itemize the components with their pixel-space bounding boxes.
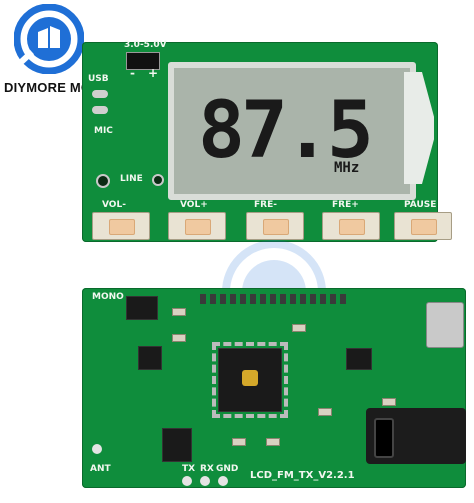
ant-pad[interactable] — [92, 444, 102, 454]
top-pcb: 3.0-5.0V - + USB MIC LINE 87.5 MHz VOL- … — [82, 40, 452, 242]
tx-pad[interactable] — [182, 476, 192, 486]
right-ic — [346, 348, 372, 370]
jack-opening — [374, 418, 394, 458]
button-cap — [339, 219, 365, 235]
fre-plus-button[interactable] — [322, 212, 380, 240]
mcu-logo-icon — [242, 370, 258, 386]
usb-pad — [92, 90, 108, 98]
lcd-display: 87.5 MHz — [168, 62, 416, 200]
polarity-minus: - — [130, 66, 135, 80]
version-label: LCD_FM_TX_V2.2.1 — [250, 470, 355, 481]
button-cap — [185, 219, 211, 235]
mono-label: MONO — [92, 292, 124, 302]
lcd-frequency: 87.5 — [198, 86, 374, 176]
mount-hole-top-mid — [152, 174, 164, 186]
lcd-unit: MHz — [334, 160, 360, 176]
polarity-plus: + — [148, 66, 159, 80]
smd-component — [172, 308, 186, 316]
vol-plus-button[interactable] — [168, 212, 226, 240]
fre-minus-label: FRE- — [254, 200, 277, 210]
smd-component — [292, 324, 306, 332]
mic-label: MIC — [94, 126, 113, 136]
vol-minus-label: VOL- — [102, 200, 126, 210]
smd-component — [382, 398, 396, 406]
rx-pin-label: RX — [200, 464, 214, 474]
smd-component — [266, 438, 280, 446]
header-pins — [200, 294, 350, 304]
lower-left-ic — [162, 428, 192, 462]
micro-usb-port[interactable] — [426, 302, 464, 348]
ant-label: ANT — [90, 464, 111, 474]
gnd-pad[interactable] — [218, 476, 228, 486]
power-header — [126, 52, 160, 70]
vol-minus-button[interactable] — [92, 212, 150, 240]
mic-pad — [92, 106, 108, 114]
button-cap — [411, 219, 437, 235]
button-cap — [263, 219, 289, 235]
smd-component — [172, 334, 186, 342]
smd-component — [232, 438, 246, 446]
pause-label: PAUSE — [404, 200, 437, 210]
fre-plus-label: FRE+ — [332, 200, 359, 210]
left-ic — [138, 346, 162, 370]
power-label: 3.0-5.0V — [124, 40, 167, 50]
vol-plus-label: VOL+ — [180, 200, 208, 210]
mount-hole-top-left — [96, 174, 110, 188]
rx-pad[interactable] — [200, 476, 210, 486]
tx-pin-label: TX — [182, 464, 196, 474]
fre-minus-button[interactable] — [246, 212, 304, 240]
top-left-ic — [126, 296, 158, 320]
lcd-bracket — [404, 72, 434, 184]
bottom-pcb: MONO ANT TX RX GND LCD_FM_TX_V2.2.1 — [82, 288, 466, 488]
smd-component — [318, 408, 332, 416]
pause-button[interactable] — [394, 212, 452, 240]
button-cap — [109, 219, 135, 235]
line-label: LINE — [120, 174, 143, 184]
brand-logo — [13, 3, 85, 75]
gnd-pin-label: GND — [216, 464, 239, 474]
usb-label: USB — [88, 74, 109, 84]
